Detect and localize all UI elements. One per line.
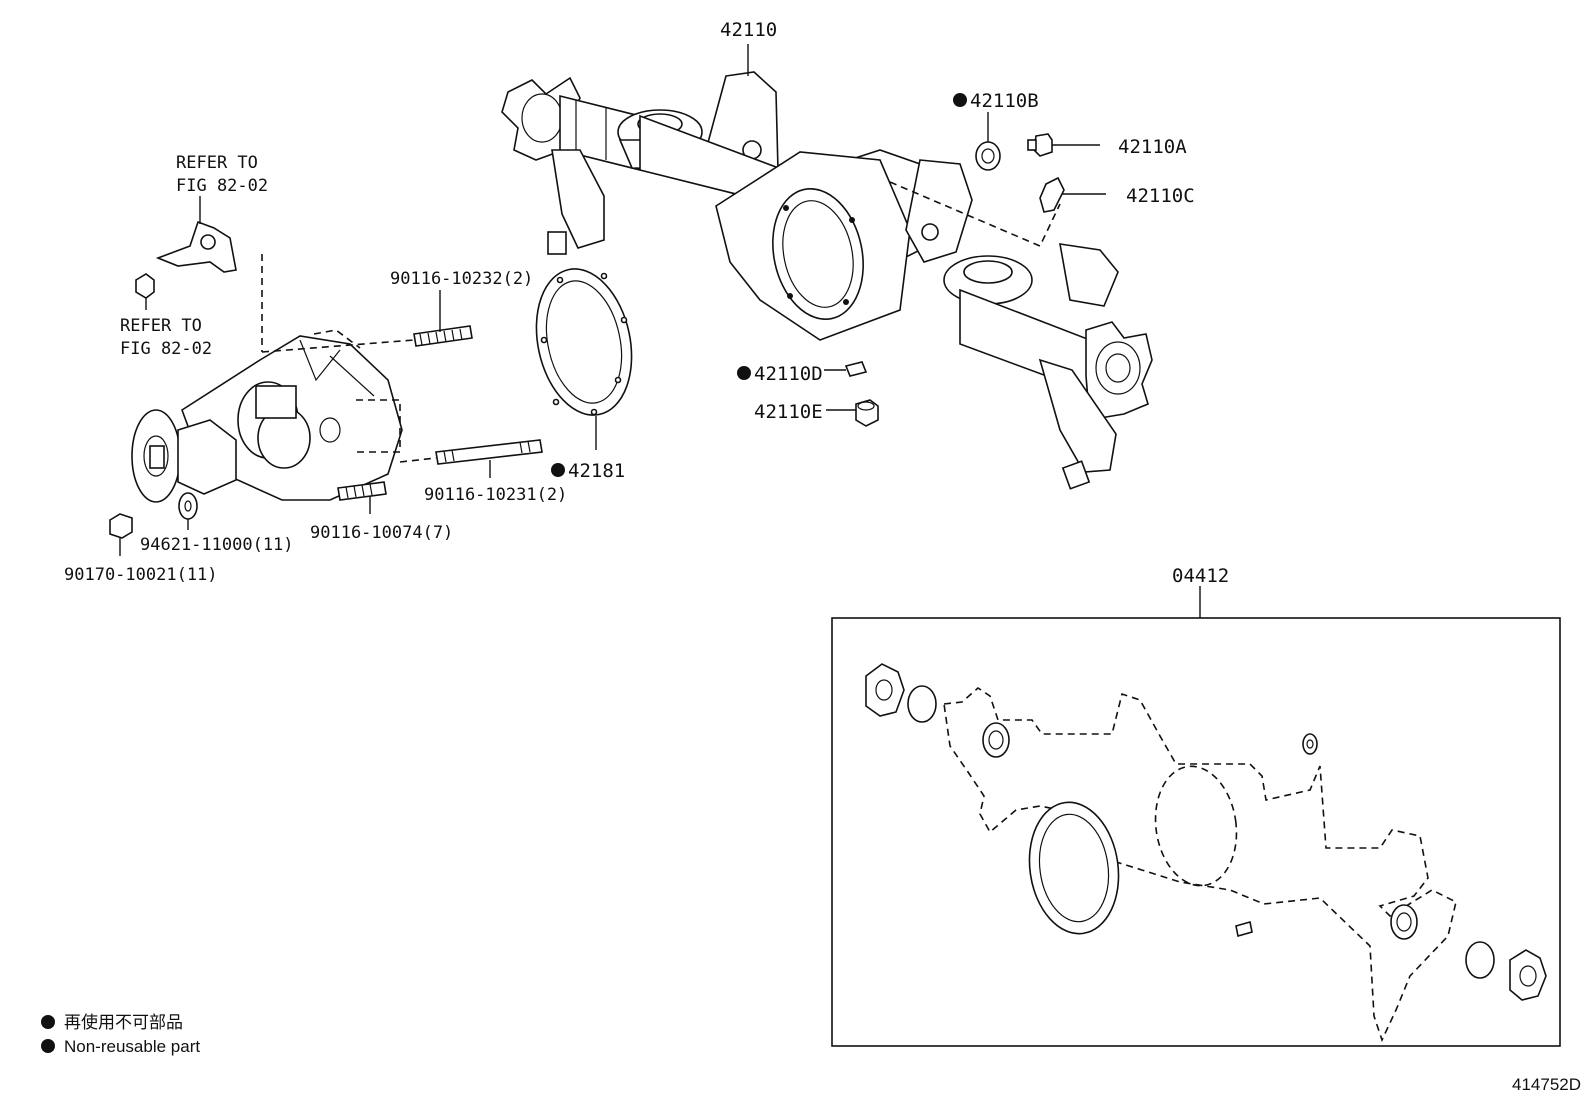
pin-42110D-drawing — [824, 361, 868, 377]
label-refer-to-fig-top-line2: FIG 82-02 — [176, 176, 268, 196]
nut-90170-10021-drawing — [109, 513, 133, 556]
axle-housing-drawing — [501, 44, 1153, 490]
washer-94621-11000-drawing — [178, 492, 198, 530]
non-reusable-marker-42110D — [737, 366, 751, 380]
breather-42110C-drawing — [1039, 176, 1106, 213]
gasket-42181-drawing — [535, 268, 633, 450]
label-42110C: 42110C — [1126, 185, 1195, 207]
bolt-42110A-drawing — [1027, 133, 1100, 157]
label-42110B: 42110B — [970, 90, 1039, 112]
stud-90116-10232-drawing — [261, 290, 473, 353]
label-04412: 04412 — [1172, 565, 1229, 587]
label-94621-11000: 94621-11000(11) — [140, 535, 294, 555]
legend-text-en: Non-reusable part — [64, 1037, 200, 1056]
legend-marker-en — [41, 1039, 55, 1053]
legend-marker-jp — [41, 1015, 55, 1029]
non-reusable-marker-42181 — [551, 463, 565, 477]
stud-90116-10074-drawing — [337, 481, 387, 514]
label-90116-10231: 90116-10231(2) — [424, 485, 567, 505]
label-42110D: 42110D — [754, 363, 823, 385]
mount-nut-drawing — [135, 273, 155, 310]
label-42110A: 42110A — [1118, 136, 1187, 158]
label-42181: 42181 — [568, 460, 625, 482]
label-90170-10021: 90170-10021(11) — [64, 565, 218, 585]
legend-text-jp: 再使用不可部品 — [64, 1012, 183, 1032]
label-90116-10074: 90116-10074(7) — [310, 523, 453, 543]
figure-id: 414752D — [1512, 1075, 1581, 1094]
label-42110: 42110 — [720, 19, 777, 41]
non-reusable-marker-42110B — [953, 93, 967, 107]
bushing-42110E-drawing — [826, 399, 879, 427]
label-42110E: 42110E — [754, 401, 823, 423]
gasket-kit-04412-box — [831, 586, 1561, 1047]
mount-bracket-drawing — [155, 196, 237, 273]
label-refer-to-fig-lower-line1: REFER TO — [120, 316, 202, 336]
label-refer-to-fig-top-line1: REFER TO — [176, 153, 258, 173]
label-90116-10232: 90116-10232(2) — [390, 269, 533, 289]
stud-90116-10231-drawing — [399, 439, 543, 478]
differential-carrier-drawing — [131, 254, 403, 503]
plug-42110B-drawing — [975, 112, 1001, 171]
label-refer-to-fig-lower-line2: FIG 82-02 — [120, 339, 212, 359]
